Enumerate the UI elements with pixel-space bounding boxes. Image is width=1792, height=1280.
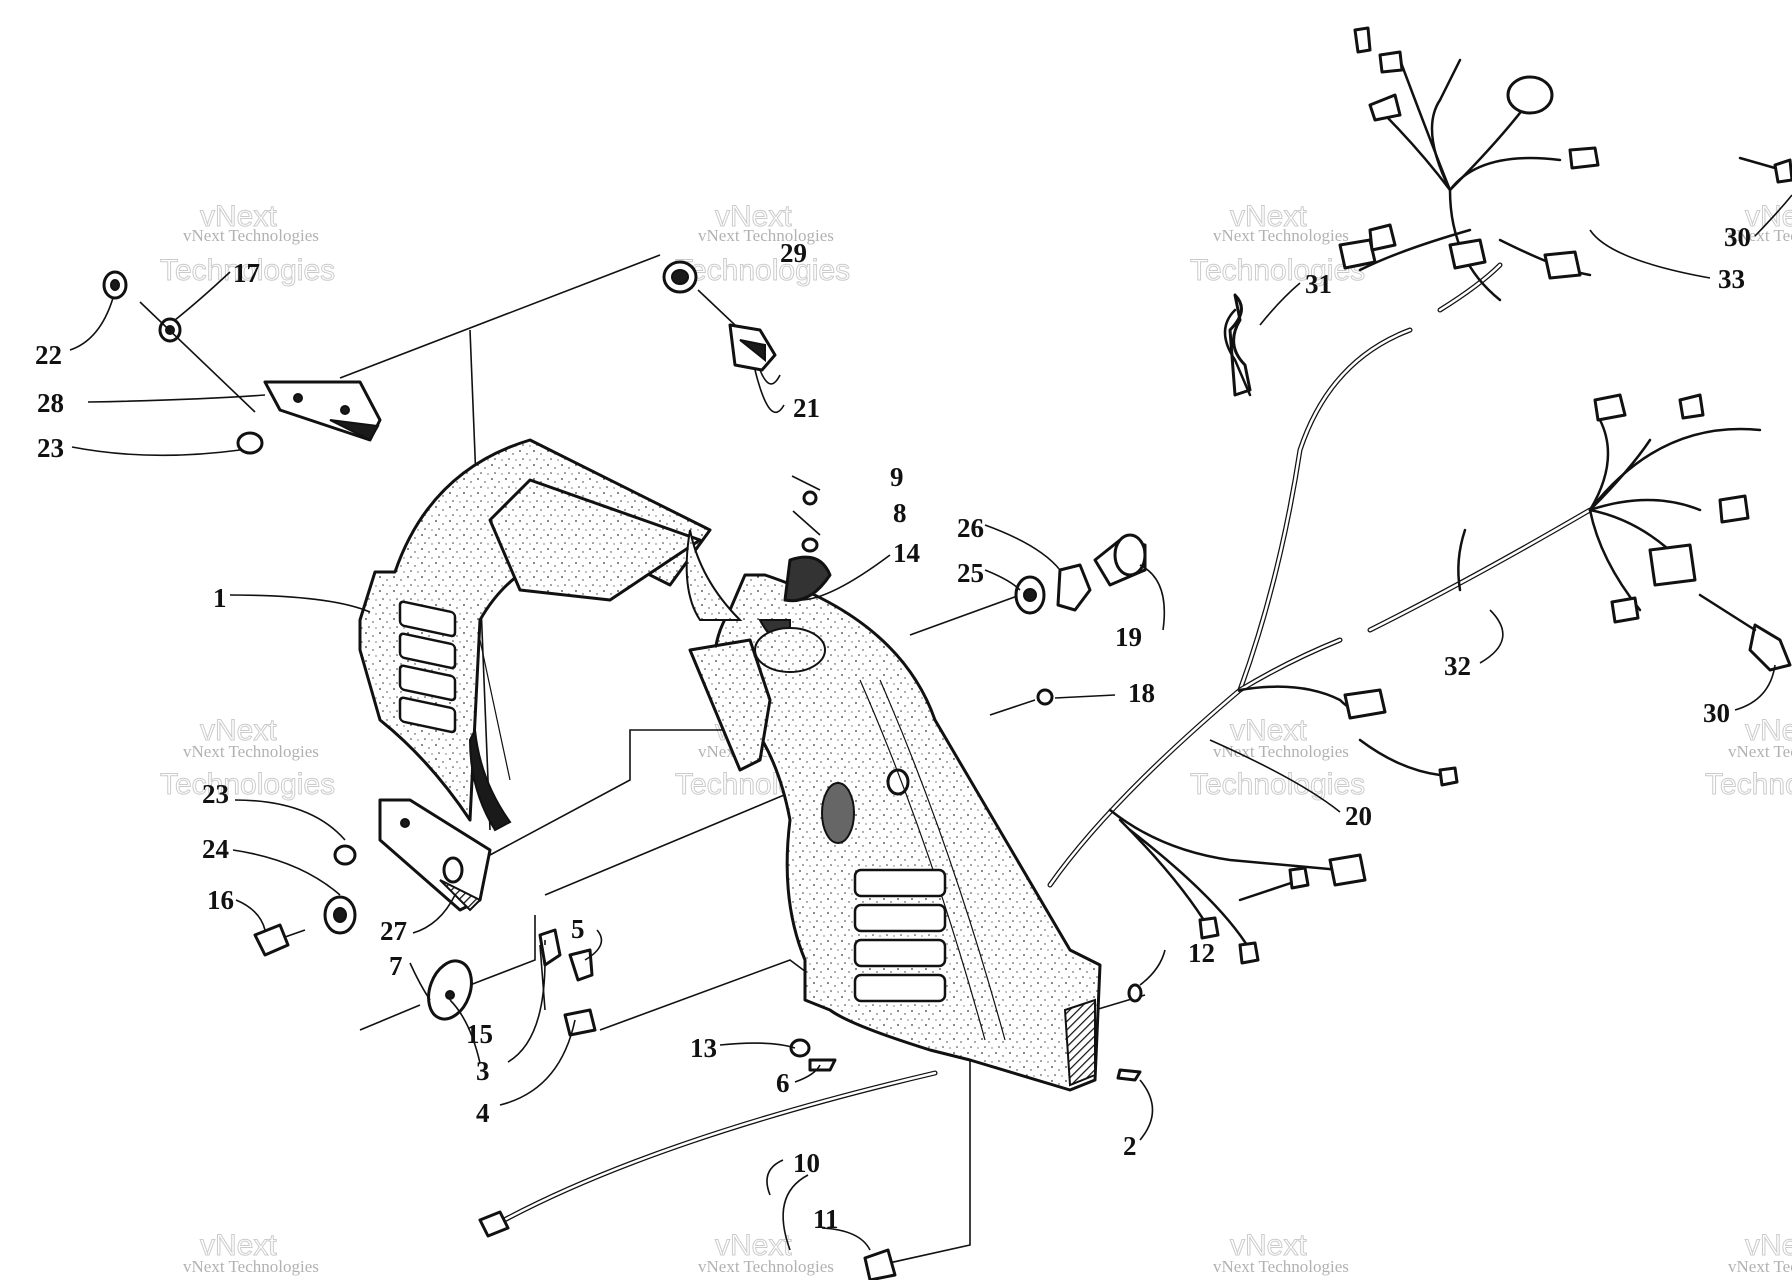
callout-15: 15: [466, 1019, 493, 1049]
svg-text:vNext Technologies: vNext Technologies: [183, 1257, 319, 1276]
callout-23: 23: [37, 433, 64, 463]
svg-text:vNext: vNext: [1230, 714, 1307, 747]
callout-10: 10: [793, 1148, 820, 1178]
svg-text:vNext: vNext: [200, 200, 277, 233]
callout-4: 4: [476, 1098, 490, 1128]
callout-12: 12: [1188, 938, 1215, 968]
svg-text:Technologies: Technologies: [1190, 254, 1365, 287]
svg-text:vNext: vNext: [200, 714, 277, 747]
callout-20: 20: [1345, 801, 1372, 831]
svg-text:vNext Technologies: vNext Technologies: [183, 742, 319, 761]
watermark: vNext Technologies vNext Technologies: [1190, 200, 1366, 288]
callout-26: 26: [957, 513, 984, 543]
wiring-harness: [1047, 26, 1792, 965]
watermark: vNext Technologies vNext Technologies: [160, 714, 336, 802]
callout-30: 30: [1703, 698, 1730, 728]
watermark: vNext vNext Technologies: [1213, 1229, 1349, 1277]
callout-28: 28: [37, 388, 64, 418]
callout-23: 23: [202, 779, 229, 809]
svg-text:vNext: vNext: [715, 1229, 792, 1262]
svg-text:vNext Technologies: vNext Technologies: [183, 226, 319, 245]
svg-text:vNext: vNext: [1745, 1229, 1792, 1262]
watermark: vNext Technologies vNext Technologies: [160, 200, 336, 288]
svg-text:vNext Technologies: vNext Technologies: [1213, 226, 1349, 245]
svg-text:vNext Technologies: vNext Technologies: [1728, 226, 1792, 245]
svg-text:vNext: vNext: [200, 1229, 277, 1262]
callout-19: 19: [1115, 622, 1142, 652]
watermark: vNext Technologies vNext Technologies: [675, 200, 851, 288]
svg-text:vNext: vNext: [1745, 714, 1792, 747]
callout-22: 22: [35, 340, 62, 370]
watermark: vNext Technologies vNext Technologies: [1705, 714, 1792, 802]
callout-7: 7: [389, 951, 403, 981]
svg-text:vNext Technologies: vNext Technologies: [1728, 1257, 1792, 1276]
svg-text:vNext Technologies: vNext Technologies: [1213, 1257, 1349, 1276]
callout-1: 1: [213, 583, 227, 613]
small-parts-top-center: [662, 260, 832, 603]
callout-30: 30: [1724, 222, 1751, 252]
callout-21: 21: [793, 393, 820, 423]
watermark: vNext vNext Technologies: [698, 1229, 834, 1277]
callout-8: 8: [893, 498, 907, 528]
callout-13: 13: [690, 1033, 717, 1063]
small-parts-top-left: [102, 270, 382, 455]
svg-text:Technologies: Technologies: [1705, 768, 1792, 801]
watermark: vNext vNext Technologies: [1728, 1229, 1792, 1277]
small-parts-lower-left: [253, 798, 1143, 1082]
callout-18: 18: [1128, 678, 1155, 708]
callouts: 22 17 28 23 29 21 9 8 14 26 25 19 1 18 3…: [35, 222, 1751, 1234]
callout-11: 11: [813, 1204, 839, 1234]
callout-14: 14: [893, 538, 920, 568]
callout-24: 24: [202, 834, 229, 864]
callout-17: 17: [233, 258, 260, 288]
callout-16: 16: [207, 885, 234, 915]
callout-leaders: [69, 194, 1792, 1251]
side-panel: [685, 529, 1102, 1092]
switch-assembly: [1014, 533, 1147, 706]
svg-text:vNext Technologies: vNext Technologies: [698, 1257, 834, 1276]
callout-27: 27: [380, 916, 407, 946]
dash-panel-part-1: [358, 438, 712, 832]
svg-text:vNext Technologies: vNext Technologies: [1728, 742, 1792, 761]
svg-text:vNext: vNext: [1230, 200, 1307, 233]
svg-text:vNext: vNext: [1230, 1229, 1307, 1262]
svg-text:Technologies: Technologies: [160, 254, 335, 287]
watermark: vNext vNext Technologies: [183, 1229, 319, 1277]
callout-29: 29: [780, 238, 807, 268]
callout-6: 6: [776, 1068, 790, 1098]
svg-text:vNext Technologies: vNext Technologies: [698, 226, 834, 245]
callout-32: 32: [1444, 651, 1471, 681]
callout-3: 3: [476, 1056, 490, 1086]
callout-9: 9: [890, 462, 904, 492]
svg-text:Technologies: Technologies: [675, 254, 850, 287]
svg-text:vNext: vNext: [715, 200, 792, 233]
lower-cable: [478, 1070, 938, 1280]
callout-33: 33: [1718, 264, 1745, 294]
callout-25: 25: [957, 558, 984, 588]
watermark: vNext vNext Technologies: [1728, 200, 1792, 246]
callout-5: 5: [571, 914, 585, 944]
callout-2: 2: [1123, 1131, 1137, 1161]
watermarks: vNext Technologies vNext Technologies vN…: [160, 200, 1792, 1277]
callout-31: 31: [1305, 269, 1332, 299]
watermark: vNext Technologies vNext Technologies: [1190, 714, 1366, 802]
svg-text:Technologies: Technologies: [160, 768, 335, 801]
